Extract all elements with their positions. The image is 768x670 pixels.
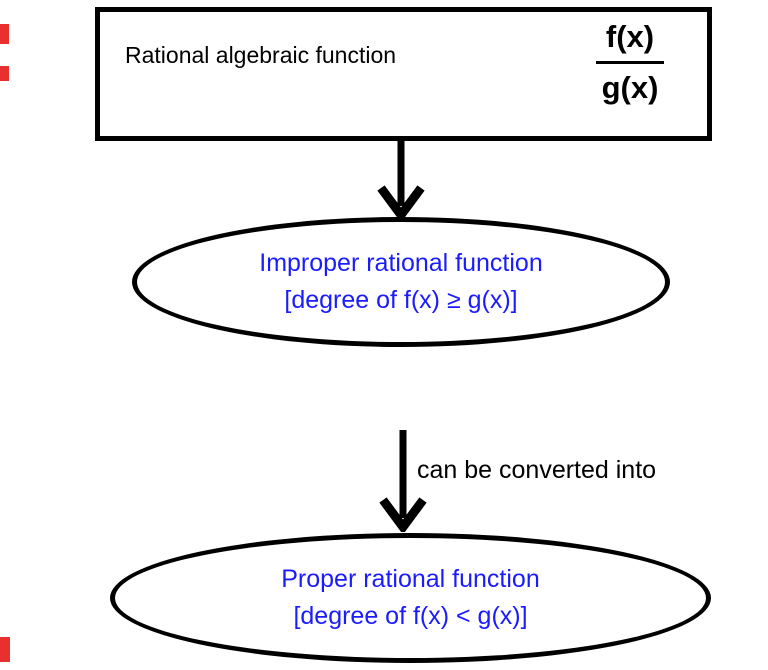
improper-node-line1: Improper rational function xyxy=(259,249,543,277)
fraction-numerator: f(x) xyxy=(595,14,665,64)
rational-function-box: Rational algebraic function f(x) g(x) xyxy=(95,7,712,141)
red-margin-mark xyxy=(0,637,10,662)
arrow2-label: can be converted into xyxy=(417,456,657,484)
improper-rational-node: Improper rational function [degree of f(… xyxy=(132,217,670,347)
fraction-denominator: g(x) xyxy=(601,70,659,105)
proper-rational-node: Proper rational function [degree of f(x)… xyxy=(110,533,711,663)
proper-node-line1: Proper rational function xyxy=(281,565,540,593)
down-arrow-icon xyxy=(377,140,425,220)
down-arrow-icon xyxy=(379,430,427,532)
fraction-fx-gx: f(x) g(x) xyxy=(570,14,690,111)
red-margin-mark xyxy=(0,66,9,81)
rational-function-label: Rational algebraic function xyxy=(125,42,397,68)
improper-node-line2: [degree of f(x) ≥ g(x)] xyxy=(284,286,518,314)
proper-node-line2: [degree of f(x) < g(x)] xyxy=(293,602,528,630)
red-margin-mark xyxy=(0,24,9,44)
